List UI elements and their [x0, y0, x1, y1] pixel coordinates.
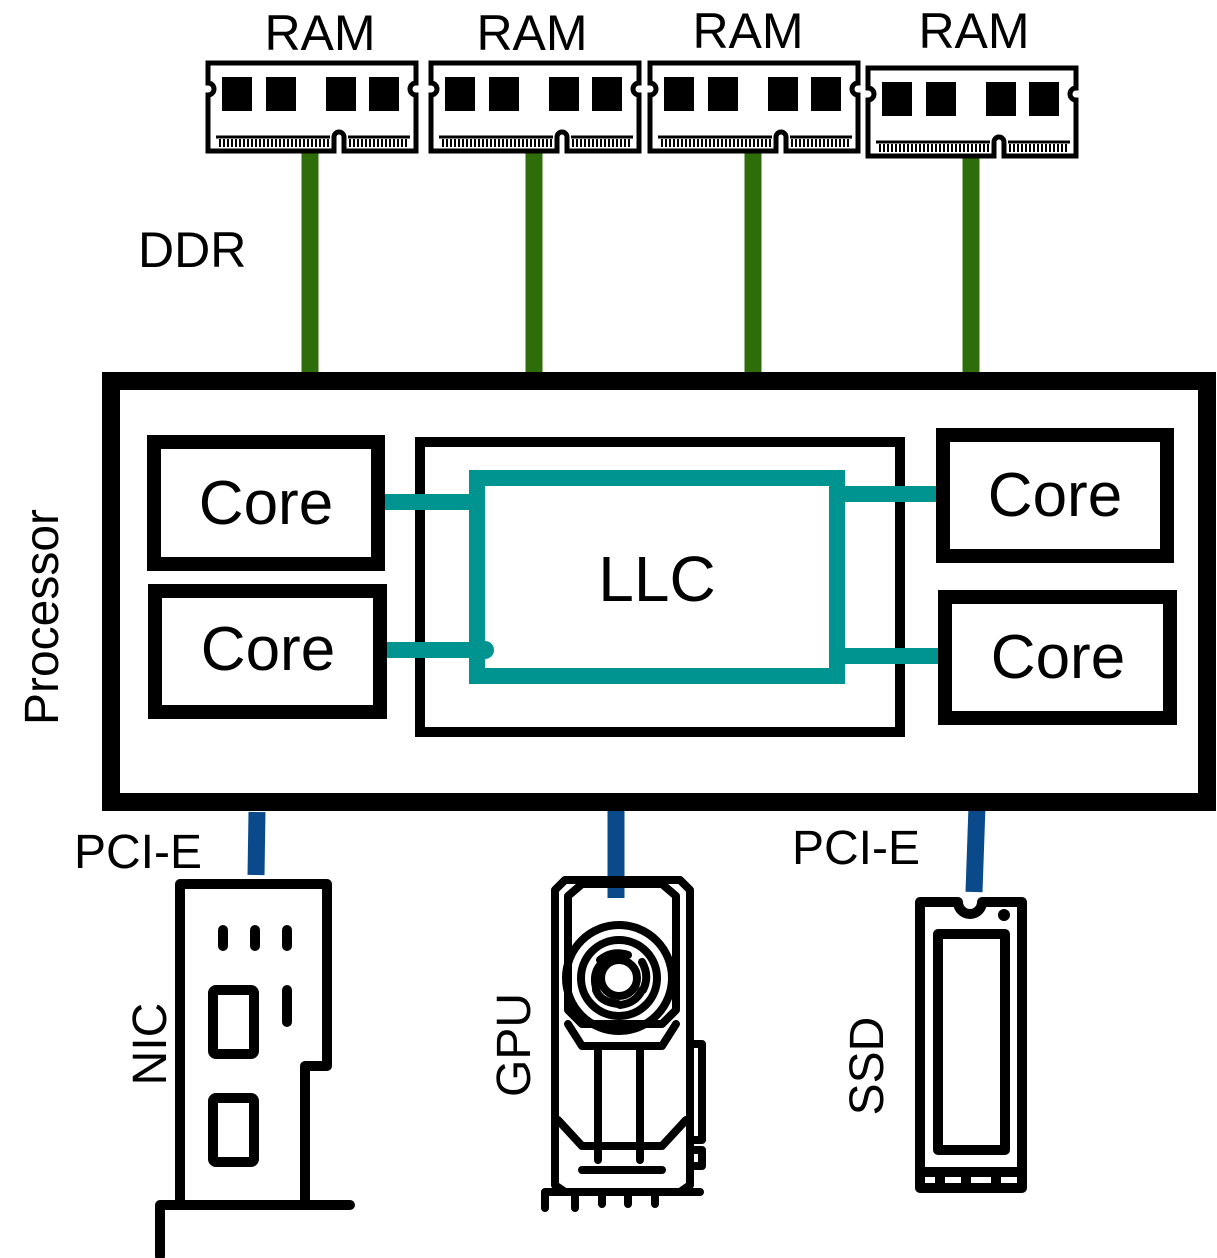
gpu-label: GPU [488, 993, 541, 1097]
ram-module-1: RAM [208, 5, 416, 151]
ram-module-icon [868, 68, 1076, 156]
core-top-left: Core [147, 435, 385, 571]
ram-label-4: RAM [918, 3, 1029, 59]
interconnect [380, 470, 942, 684]
nic-device: NIC [124, 879, 355, 1258]
gpu-card-icon [541, 876, 706, 1212]
ram-module-2: RAM [431, 5, 639, 151]
core-label: Core [201, 615, 335, 684]
core-bottom-right: Core [938, 590, 1177, 725]
ssd-device: SSD [841, 897, 1027, 1193]
ram-label-1: RAM [264, 5, 375, 61]
pcie-label-right: PCI-E [792, 822, 920, 875]
llc-outer-box [415, 437, 905, 737]
ram-module-icon [431, 63, 639, 151]
gpu-device: GPU [488, 876, 706, 1212]
ram-module-icon [208, 63, 416, 151]
llc-label: LLC [598, 543, 715, 615]
ssd-label: SSD [841, 1017, 894, 1116]
llc-ring [469, 470, 845, 684]
core-label: Core [988, 461, 1122, 530]
ram-module-icon [650, 63, 858, 151]
link-node [476, 641, 494, 659]
ram-label-3: RAM [692, 3, 803, 59]
nic-label: NIC [124, 1003, 177, 1086]
core-box [147, 435, 385, 571]
ddr-label: DDR [138, 222, 246, 278]
pcie-bus-ssd [965, 805, 986, 893]
ssd-screw-hole [998, 909, 1010, 921]
ram-module-3: RAM [650, 3, 858, 151]
core-bottom-left: Core [148, 584, 387, 719]
ssd-m2-icon [915, 897, 1027, 1193]
processor-label: Processor [16, 509, 69, 725]
ddr-buses [301, 150, 980, 386]
pcie-label-left: PCI-E [74, 826, 202, 879]
core-box [936, 428, 1174, 563]
core-box [148, 584, 387, 719]
core-label: Core [199, 469, 333, 538]
core-label: Core [991, 623, 1125, 692]
pcie-bus-nic [247, 811, 266, 876]
core-top-right: Core [936, 428, 1174, 563]
nic-card-icon [155, 879, 355, 1258]
processor: Processor LLC Core Core Core Core [16, 372, 1216, 811]
ram-module-4: RAM [868, 3, 1076, 156]
core-box [938, 590, 1177, 725]
processor-outline [102, 372, 1216, 811]
ram-label-2: RAM [476, 5, 587, 61]
